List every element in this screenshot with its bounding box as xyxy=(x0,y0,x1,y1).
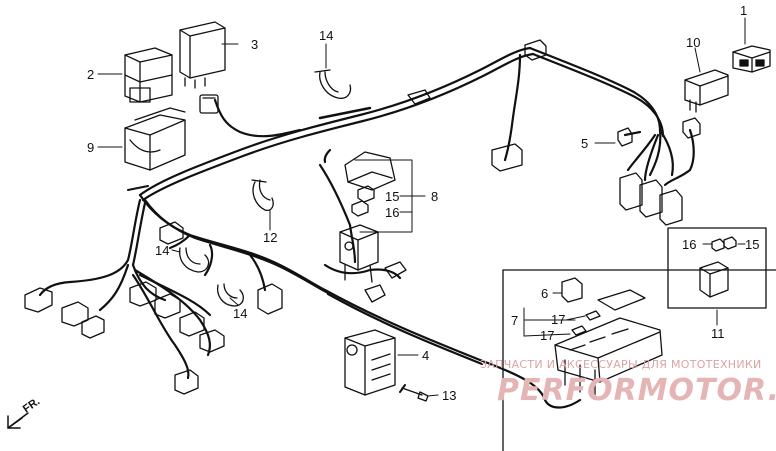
part-16-clip-inset xyxy=(711,238,725,252)
part-8-switch-body xyxy=(339,224,379,283)
connector-cluster-right xyxy=(617,117,701,226)
callout-17-b: 17 xyxy=(540,328,554,343)
part-15-clip-left xyxy=(357,185,375,203)
callout-6: 6 xyxy=(541,286,548,301)
callout-12: 12 xyxy=(263,230,277,245)
callout-5: 5 xyxy=(581,136,588,151)
callout-14-lower: 14 xyxy=(233,306,247,321)
fuse-box-body xyxy=(554,317,663,396)
callout-15-inset: 15 xyxy=(745,237,759,252)
part-9-ecu xyxy=(124,107,186,171)
part-11-inset xyxy=(667,227,767,309)
callout-14-top: 14 xyxy=(319,28,333,43)
part-8-switch-cover xyxy=(344,151,396,191)
front-direction-label: FR. xyxy=(21,395,42,415)
part-14-clamp-lower xyxy=(216,283,245,307)
part-13-bolt xyxy=(399,384,429,402)
part-14-clamp-mid xyxy=(179,247,210,273)
front-direction-arrow xyxy=(7,412,29,429)
callout-16-switch: 16 xyxy=(385,205,399,220)
connector-switch-a xyxy=(384,261,407,279)
fuse-spare-plate xyxy=(597,289,646,311)
part-1-cover xyxy=(732,45,771,73)
connector-cluster-upper xyxy=(318,39,547,172)
callout-13: 13 xyxy=(442,388,456,403)
callout-16-inset: 16 xyxy=(682,237,696,252)
part-2-module xyxy=(124,47,173,103)
part-17-fuse-a xyxy=(585,310,601,321)
leader-lines xyxy=(97,17,746,397)
callout-10: 10 xyxy=(686,35,700,50)
part-16-clip-left xyxy=(351,200,369,217)
part-4-regulator xyxy=(344,329,396,396)
callout-9: 9 xyxy=(87,140,94,155)
fuse-box-area-border xyxy=(502,269,776,451)
connector-switch-b xyxy=(364,284,386,303)
callout-4: 4 xyxy=(422,348,429,363)
callout-8: 8 xyxy=(431,189,438,204)
part-14-clamp-top xyxy=(314,69,352,99)
watermark-caption: ЗАПЧАСТИ И АКСЕССУАРЫ ДЛЯ МОТОТЕХНИКИ xyxy=(480,358,762,371)
callout-labels: 1 2 3 4 5 6 7 8 9 10 11 12 13 14 14 14 1… xyxy=(87,3,759,403)
part-10-relay xyxy=(684,69,729,113)
part-15-clip-inset xyxy=(723,236,737,250)
part-3-module xyxy=(179,21,226,89)
connector-upper-left xyxy=(199,94,219,114)
connector-cluster-left xyxy=(24,185,283,395)
part-12-clamp xyxy=(251,179,274,211)
callout-2: 2 xyxy=(87,67,94,82)
callout-1: 1 xyxy=(740,3,747,18)
callout-11: 11 xyxy=(711,326,725,341)
callout-15-switch: 15 xyxy=(385,189,399,204)
callout-7: 7 xyxy=(511,313,518,328)
callout-3: 3 xyxy=(251,37,258,52)
part-6-fuse-cover xyxy=(561,277,583,303)
watermark-brand: PERFORMOTOR.RU xyxy=(497,373,776,408)
callout-17-a: 17 xyxy=(551,312,565,327)
part-17-fuse-b xyxy=(571,325,587,336)
callout-14-mid: 14 xyxy=(155,243,169,258)
